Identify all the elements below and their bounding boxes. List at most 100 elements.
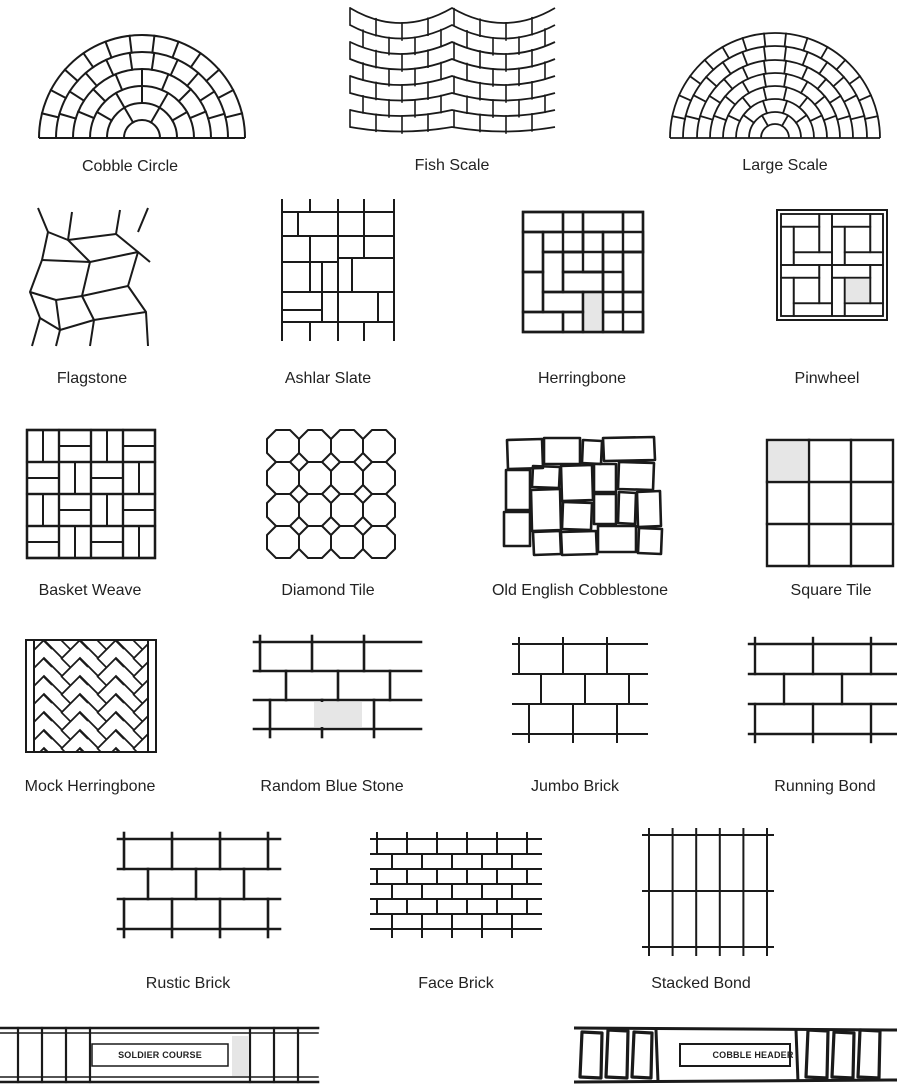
pattern-diamond-tile: Diamond Tile: [255, 420, 415, 610]
joint-line: [51, 90, 66, 98]
scale-arc: [350, 8, 555, 23]
flagstone-drawing: [20, 200, 170, 350]
cobblestone: [561, 465, 593, 501]
joint-line: [190, 112, 206, 119]
joint-line: [830, 96, 841, 103]
paver: [794, 303, 832, 316]
joint-line: [700, 116, 712, 120]
paver: [819, 214, 832, 252]
joint-line: [191, 53, 201, 67]
cobblestone: [638, 528, 662, 554]
cobblestone: [618, 492, 636, 524]
joint-line: [784, 87, 787, 100]
large-scale-drawing: [655, 0, 897, 150]
pattern-rustic-brick: Rustic Brick: [110, 825, 280, 1005]
zigzag-joint: [79, 676, 88, 685]
flagstone-joint: [116, 210, 148, 346]
random-blue-stone-drawing: [240, 630, 430, 760]
joint-line: [690, 76, 701, 84]
joint-line: [796, 115, 807, 123]
joint-line: [130, 36, 132, 53]
paver: [523, 212, 563, 232]
flagstone-joint: [68, 234, 116, 240]
octagon-tile: [331, 462, 363, 494]
paver: [845, 227, 871, 253]
joint-line: [764, 34, 765, 47]
zigzag-joint: [133, 730, 142, 739]
cobble-paver: [858, 1030, 880, 1078]
zigzag-joint: [61, 676, 70, 685]
old-english-cobblestone-drawing: [460, 420, 700, 570]
pattern-label: Rustic Brick: [146, 975, 230, 993]
joint-line: [130, 53, 132, 70]
flagstone-joint: [42, 260, 90, 262]
joint-line: [742, 52, 747, 65]
joint-line: [803, 52, 808, 65]
arc: [761, 124, 789, 138]
shaded-tile: [769, 442, 807, 480]
cobble-circle-drawing: [0, 0, 260, 150]
border-soldier-course: SOLDIER COURSE: [0, 1018, 330, 1086]
paver: [870, 214, 883, 252]
joint-line: [728, 115, 740, 121]
zigzag-joint: [61, 640, 70, 649]
octagon-tile: [267, 462, 299, 494]
joint-line: [672, 116, 685, 119]
scale-arc: [350, 42, 555, 54]
joint-line: [172, 112, 187, 121]
joint-line: [743, 115, 754, 123]
square-tile-drawing: [755, 420, 897, 570]
strip-label: SOLDIER COURSE: [118, 1050, 202, 1060]
joint-line: [171, 60, 178, 75]
cobble-paver: [832, 1032, 854, 1078]
paver: [781, 214, 819, 227]
joint-line: [686, 116, 700, 119]
zigzag-joint: [115, 694, 124, 703]
joint-line: [824, 116, 836, 120]
border-cobble-header: COBBLE HEADER: [570, 1018, 897, 1086]
joint-line: [802, 67, 807, 79]
zigzag-joint: [97, 676, 106, 685]
paver: [543, 252, 563, 292]
joint-line: [784, 74, 786, 87]
zigzag-joint: [43, 712, 52, 721]
zigzag-joint: [43, 694, 52, 703]
octagon-tile: [363, 526, 395, 558]
pattern-label: Pinwheel: [795, 370, 860, 388]
joint-line: [764, 47, 766, 61]
joint-line: [803, 38, 807, 50]
cobblestone: [531, 489, 561, 531]
octagon-tile: [331, 494, 363, 526]
joint-line: [152, 36, 154, 53]
joint-line: [694, 95, 706, 102]
joint-line: [706, 77, 716, 86]
arc: [749, 112, 801, 138]
zigzag-joint: [79, 712, 88, 721]
cobblestone: [603, 437, 655, 461]
joint-line: [763, 87, 766, 100]
pattern-label: Cobble Circle: [82, 158, 178, 176]
cobblestone: [598, 526, 636, 552]
pattern-square-tile: Square Tile: [755, 420, 897, 610]
paver: [543, 292, 583, 312]
zigzag-joint: [97, 730, 106, 739]
zigzag-joint: [115, 676, 124, 685]
face-brick-drawing: [365, 825, 545, 955]
stacked-bond-drawing: [635, 825, 785, 955]
flagstone-joint: [40, 318, 60, 330]
joint-line: [179, 89, 191, 101]
paver: [781, 227, 794, 265]
zigzag-joint: [26, 622, 170, 640]
joint-line: [784, 61, 786, 74]
cobblestone: [594, 494, 616, 524]
flagstone-joint: [30, 292, 82, 300]
pattern-label: Old English Cobblestone: [492, 582, 668, 600]
zigzag-joint: [61, 694, 70, 703]
pattern-label: Random Blue Stone: [260, 778, 403, 796]
joint-line: [819, 62, 827, 74]
paver: [832, 265, 870, 278]
cobble-joint: [656, 1030, 658, 1082]
arc: [710, 73, 840, 138]
cobble-paver: [606, 1030, 628, 1078]
joint-line: [821, 47, 828, 58]
